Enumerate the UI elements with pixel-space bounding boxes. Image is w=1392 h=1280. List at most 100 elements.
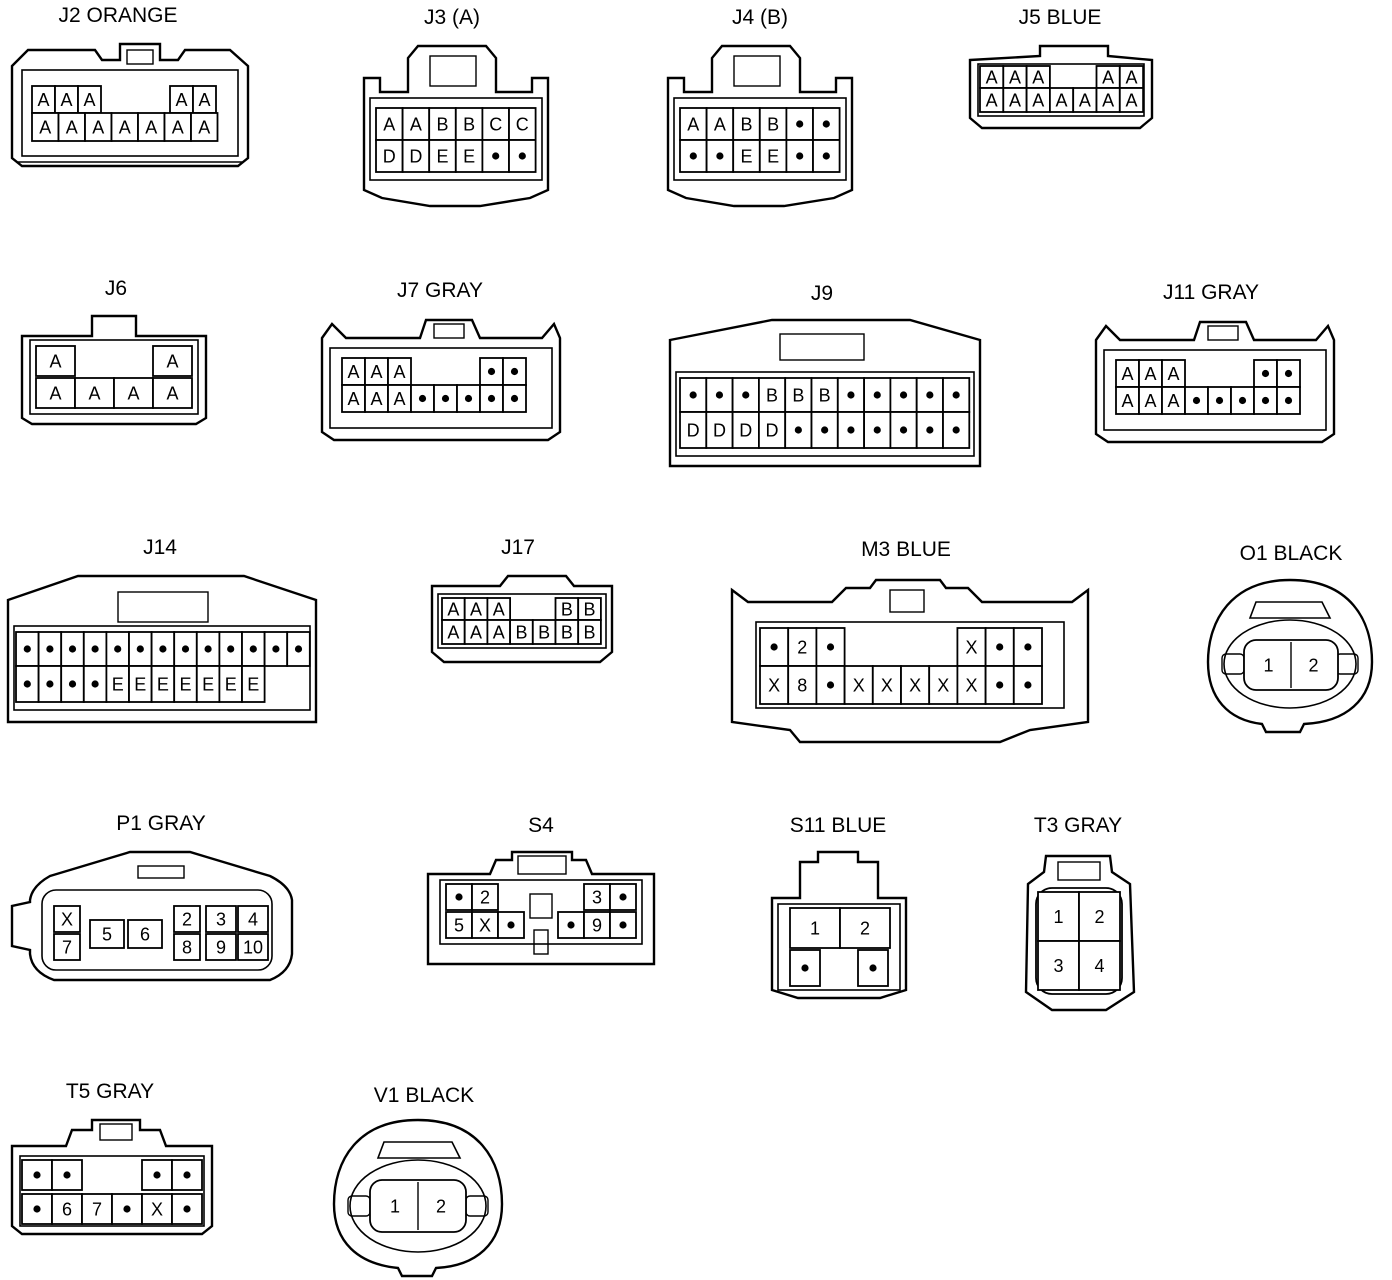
pin-label: 5 bbox=[454, 916, 464, 936]
pin-label: 2 bbox=[436, 1197, 446, 1217]
connector-j14-face bbox=[13, 625, 311, 711]
pin-label: A bbox=[383, 115, 395, 135]
pin-label: 2 bbox=[182, 910, 192, 930]
pin-label: A bbox=[37, 90, 49, 110]
pin-cavity bbox=[21, 1193, 53, 1225]
pin-label: A bbox=[1167, 391, 1179, 411]
connector-j9-title: J9 bbox=[811, 282, 833, 305]
pin-cavity bbox=[705, 411, 734, 449]
pin-dot bbox=[847, 426, 855, 434]
pin-cell: A bbox=[1002, 87, 1028, 113]
pin-cell: A bbox=[1115, 359, 1140, 388]
pin-label: A bbox=[1102, 68, 1114, 88]
pin-cell: X bbox=[900, 665, 931, 705]
pin-label: A bbox=[1079, 91, 1091, 111]
pin-label: D bbox=[766, 421, 779, 441]
pin-cell: A bbox=[341, 357, 366, 386]
pin-cell: E bbox=[732, 139, 761, 173]
pin-cell bbox=[942, 377, 971, 413]
pin-label: 1 bbox=[810, 919, 820, 939]
pin-cavity bbox=[127, 919, 163, 949]
pin-label: A bbox=[986, 68, 998, 88]
pin-cell bbox=[857, 949, 889, 987]
pin-label: A bbox=[1032, 68, 1044, 88]
pin-dot bbox=[418, 394, 427, 403]
pin-label: A bbox=[447, 600, 459, 620]
connector-s11-face bbox=[777, 903, 901, 991]
pin-cell: A bbox=[1025, 87, 1051, 113]
pin-cavity bbox=[57, 112, 86, 142]
pin-label: E bbox=[767, 147, 779, 167]
pin-cell: 10 bbox=[237, 933, 269, 961]
pin-label: E bbox=[202, 675, 214, 695]
pin-cavity bbox=[759, 665, 790, 705]
pin-cell bbox=[195, 631, 221, 667]
pin-label: X bbox=[768, 676, 780, 696]
pin-label: A bbox=[92, 118, 104, 138]
connector-j4-face bbox=[673, 97, 847, 181]
connector-j3-face bbox=[369, 97, 543, 181]
pin-cell: A bbox=[1161, 386, 1186, 415]
pin-label: X bbox=[151, 1200, 163, 1220]
pin-dot bbox=[716, 152, 724, 160]
pin-label: B bbox=[767, 115, 779, 135]
pin-cavity bbox=[731, 411, 760, 449]
pin-cell: A bbox=[463, 597, 489, 621]
pin-label: C bbox=[489, 115, 502, 135]
connector-o1-title: O1 BLACK bbox=[1240, 542, 1343, 565]
connector-j6-title: J6 bbox=[105, 277, 127, 300]
pin-cell: A bbox=[1095, 65, 1121, 89]
pin-label: B bbox=[515, 623, 527, 643]
pin-cell: E bbox=[758, 139, 788, 173]
pin-cell bbox=[759, 627, 790, 667]
connector-j17-title: J17 bbox=[501, 536, 535, 559]
pin-label: 9 bbox=[592, 916, 602, 936]
pin-cell: A bbox=[463, 619, 489, 645]
pin-dot bbox=[492, 152, 500, 160]
pin-cell: A bbox=[35, 377, 76, 409]
pin-dot bbox=[91, 645, 99, 653]
pin-cavity bbox=[758, 107, 788, 141]
pin-cavity bbox=[241, 665, 266, 703]
pin-cavity bbox=[471, 883, 499, 911]
pin-dot bbox=[159, 645, 167, 653]
pin-label: A bbox=[166, 384, 178, 404]
pin-cell: E bbox=[173, 665, 198, 703]
pin-cavity bbox=[679, 411, 708, 449]
pin-cavity bbox=[375, 139, 404, 173]
connector-j6-face bbox=[29, 339, 199, 415]
pin-cell: B bbox=[784, 377, 813, 413]
pin-label: 6 bbox=[140, 925, 150, 945]
connector-j7-title: J7 GRAY bbox=[397, 279, 483, 302]
pin-label: A bbox=[493, 623, 505, 643]
connector-j9-face bbox=[675, 371, 975, 457]
pin-cell bbox=[984, 665, 1015, 705]
pin-label: A bbox=[127, 384, 139, 404]
pin-cell bbox=[445, 883, 473, 911]
pin-cavity bbox=[35, 345, 76, 377]
pin-cell bbox=[497, 911, 525, 939]
pin-cell bbox=[812, 139, 841, 173]
pin-cell: 1 bbox=[1263, 656, 1273, 676]
pin-label: E bbox=[157, 675, 169, 695]
pin-dot bbox=[689, 391, 697, 399]
pin-cell bbox=[679, 139, 708, 173]
pin-cell: E bbox=[105, 665, 130, 703]
connector-j3-latch bbox=[429, 55, 477, 87]
pin-dot bbox=[487, 367, 496, 376]
pin-cell bbox=[433, 384, 458, 413]
pin-cell bbox=[1230, 386, 1255, 415]
pin-cavity bbox=[577, 619, 602, 645]
pin-cell: A bbox=[31, 112, 60, 142]
connector-j11-face bbox=[1103, 349, 1327, 431]
connector-t3-title: T3 GRAY bbox=[1034, 814, 1122, 837]
pin-cell bbox=[21, 1193, 53, 1225]
pin-cell: B bbox=[454, 107, 484, 141]
pin-cavity bbox=[205, 933, 237, 961]
